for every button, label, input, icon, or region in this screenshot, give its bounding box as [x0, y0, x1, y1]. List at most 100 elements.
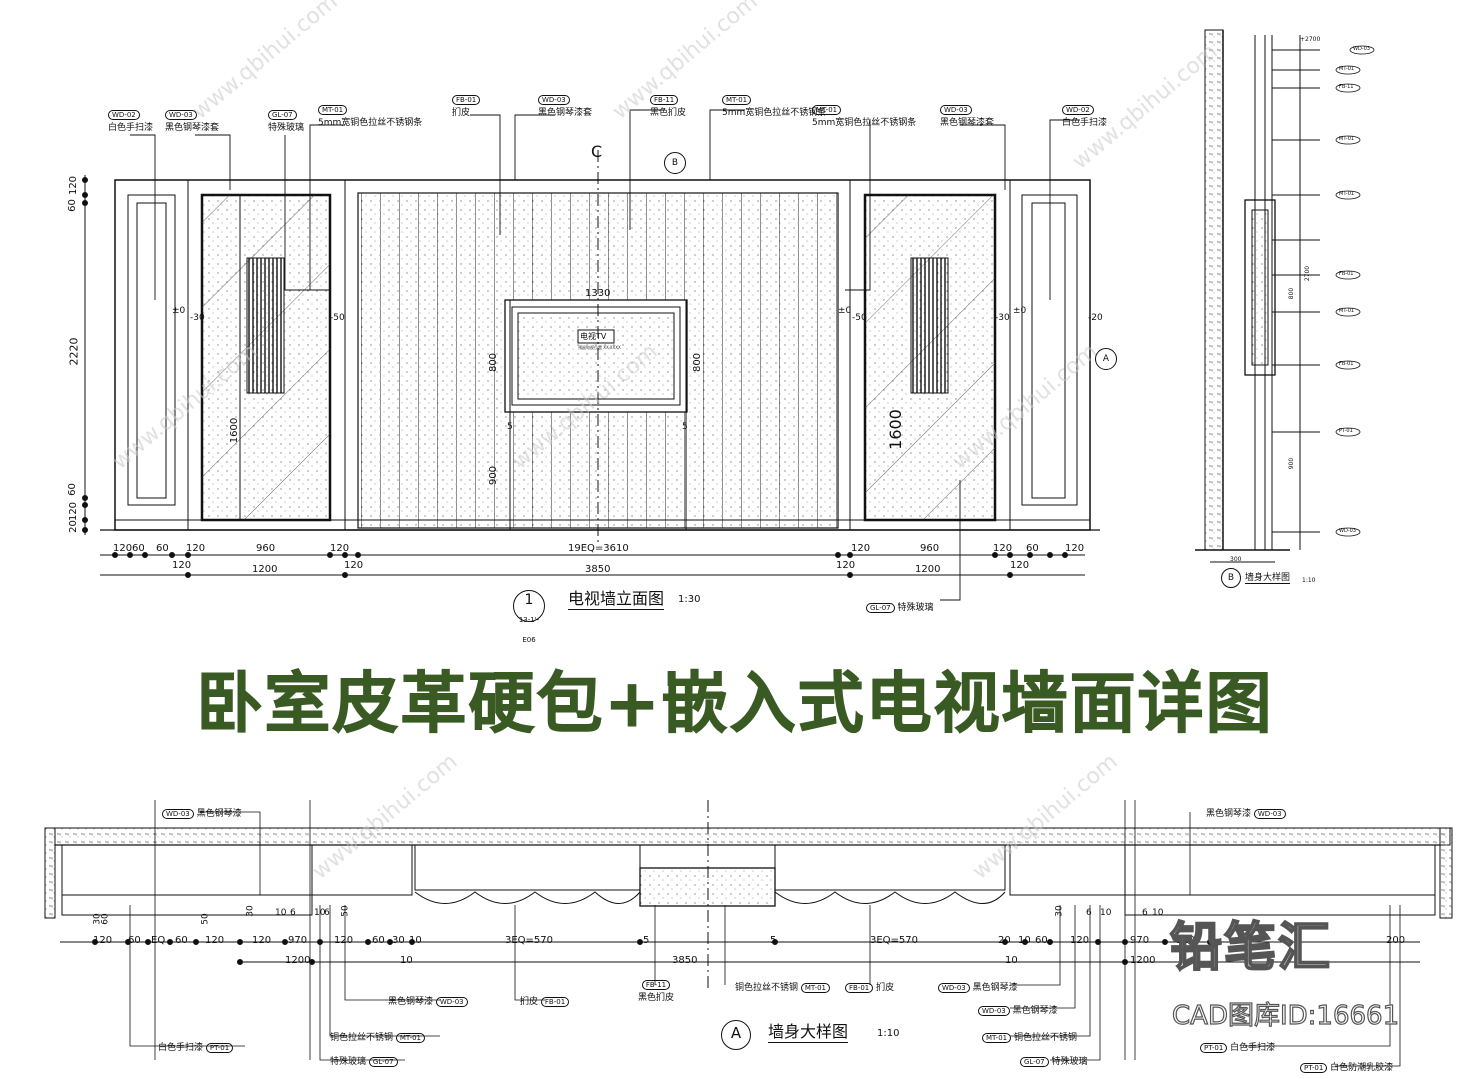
section-a-dimensions — [60, 939, 1420, 965]
a-dim2-1: 10 — [400, 955, 413, 966]
section-a-detail — [44, 800, 1453, 1060]
dim-r1-960a: 960 — [256, 543, 276, 554]
dim-tv-height-left: 800 — [488, 352, 500, 373]
elevation-leaders — [130, 109, 1080, 601]
a-dim-11: 3EQ=570 — [505, 935, 554, 946]
dim-r2-120a: 120 — [172, 560, 192, 571]
a-dim-6: 970 — [288, 935, 308, 946]
dim-r2-120c: 120 — [836, 560, 856, 571]
callout-code: PT-01 — [1300, 1063, 1328, 1073]
a-callout-13: 白色手扫漆 PT-01 — [158, 1040, 234, 1053]
a-dim2-4: 1200 — [1130, 955, 1156, 966]
section-b-dim-900: 900 — [1288, 457, 1296, 470]
a-callout-9: 铜色拉丝不锈钢 MT-01 — [330, 1030, 425, 1043]
tag-fb11: FB-11 黑色扪皮 — [650, 95, 686, 118]
section-b-dim-800: 800 — [1288, 287, 1296, 300]
tag-text: 黑色钢琴漆套 — [538, 108, 593, 118]
a-dim-9: 30 — [392, 935, 405, 946]
callout-text: 黑色扪皮 — [638, 993, 675, 1003]
callout-code: MT-01 — [800, 983, 830, 993]
tag-code: MT-01 — [318, 105, 348, 115]
a-dim-18: 120 — [1070, 935, 1090, 946]
a-dim-2: EQ — [151, 935, 166, 946]
a-small-10: 6 — [1086, 908, 1092, 918]
callout-text: 黑色钢琴漆 — [972, 983, 1018, 993]
callout-code: GL-07 — [1020, 1057, 1049, 1067]
tv-label: 电视TV — [580, 332, 607, 341]
dim-r1-60b: 60 — [156, 543, 169, 554]
callout-code: MT-01 — [395, 1033, 425, 1043]
callout-text: 铜色拉丝不锈钢 — [1013, 1033, 1077, 1043]
dim-left-60: 60 — [66, 199, 78, 212]
section-a-leaders — [129, 811, 1401, 1067]
elevation-title: 电视墙立面图 — [568, 585, 665, 610]
dim-r2-120d: 120 — [1010, 560, 1030, 571]
tag-text: 5mm宽铜色拉丝不锈钢条 — [812, 118, 917, 128]
dim-r1-960b: 960 — [920, 543, 940, 554]
a-small-1: 60 — [100, 913, 111, 925]
dim-r1-120e: 120 — [993, 543, 1013, 554]
a-callout-8: WD-03 黑色钢琴漆 — [978, 1003, 1058, 1016]
elevation-ref-bubble: 1 13-1'-E06 — [513, 590, 545, 644]
tag-wd02-left: WD-02 白色手扫漆 — [108, 110, 153, 133]
tag-code: WD-03 — [940, 105, 972, 115]
a-small-13: 10 — [1152, 908, 1164, 918]
tag-text: 5mm宽铜色拉丝不锈钢条 — [722, 108, 827, 118]
dim-r1-120d: 120 — [851, 543, 871, 554]
section-b-scale: 1:10 — [1302, 577, 1316, 584]
tag-text: 黑色钢琴漆套 — [165, 123, 220, 133]
section-b-letter: B — [671, 158, 679, 168]
tag-text: 扪皮 — [452, 108, 471, 118]
a-dim-14: 3EQ=570 — [870, 935, 919, 946]
a-callout-15: PT-01 白色防潮乳胶漆 — [1300, 1060, 1393, 1073]
dim-r1-120a: 120 — [113, 543, 133, 554]
section-a-ref-bubble: A — [721, 1020, 751, 1050]
section-a-scale: 1:10 — [877, 1028, 900, 1039]
section-a-marker: A — [1095, 348, 1117, 370]
callout-text: 白色手扫漆 — [158, 1043, 204, 1053]
a-callout-14: PT-01 白色手扫漆 — [1200, 1040, 1275, 1053]
tag-wd03-right: WD-03 黑色钢琴漆套 — [940, 105, 994, 128]
callout-code: WD-03 — [978, 1006, 1010, 1016]
tag-gl07-bottom: GL-07 特殊玻璃 — [866, 600, 934, 613]
a-dim-13: 5 — [770, 935, 777, 946]
dim-glass-right: 1600 — [885, 409, 905, 450]
a-callout-12: GL-07 特殊玻璃 — [1020, 1054, 1088, 1067]
dim-tv-width: 1330 — [585, 288, 611, 299]
section-b-tag-9: WD-03 — [1339, 528, 1356, 534]
tv-wall-elevation — [100, 150, 1100, 545]
section-b-tag-8: PT-01 — [1339, 428, 1353, 434]
a-dim-3: 60 — [175, 935, 188, 946]
callout-text: 黑色钢琴漆 — [196, 809, 242, 819]
elevation-scale: 1:30 — [678, 594, 701, 605]
a-callout-7: WD-03 黑色钢琴漆 — [938, 980, 1018, 993]
dim-r2-1200b: 1200 — [915, 564, 941, 575]
right-vent-grille — [910, 257, 949, 394]
a-callout-11: 特殊玻璃 GL-07 — [330, 1054, 398, 1067]
section-b-dim-300: 300 — [1230, 556, 1242, 563]
tv-screen — [517, 312, 675, 400]
section-mark-c: C — [591, 142, 603, 161]
dim-r1-120b: 120 — [186, 543, 206, 554]
dim-r1-60c: 60 — [1026, 543, 1039, 554]
dim-left-20: 20 — [67, 520, 79, 533]
tag-code: WD-02 — [108, 110, 140, 120]
callout-text: 白色手扫漆 — [1230, 1043, 1276, 1053]
callout-code: GL-07 — [368, 1057, 398, 1067]
a-small-2: 50 — [200, 913, 211, 925]
svg-text:www.qbihui.com: www.qbihui.com — [968, 749, 1123, 884]
section-b-tag-3: MT-01 — [1339, 136, 1355, 142]
a-dim-8: 60 — [372, 935, 385, 946]
a-dim-20: 120 — [1176, 935, 1196, 946]
tag-text: 白色手扫漆 — [1062, 118, 1108, 128]
tv-sub-label: 预留电视位置 XX-XXXX — [578, 345, 621, 350]
a-dim-17: 60 — [1035, 935, 1048, 946]
a-callout-2: 黑色钢琴漆 WD-03 — [388, 994, 468, 1007]
callout-code: MT-01 — [982, 1033, 1012, 1043]
a-dim-7: 120 — [334, 935, 354, 946]
tag-code: MT-01 — [722, 95, 752, 105]
tag-text: 5mm宽铜色拉丝不锈钢条 — [318, 118, 423, 128]
a-small-7: 6 — [324, 908, 330, 918]
section-a-letter: A — [1102, 354, 1110, 364]
